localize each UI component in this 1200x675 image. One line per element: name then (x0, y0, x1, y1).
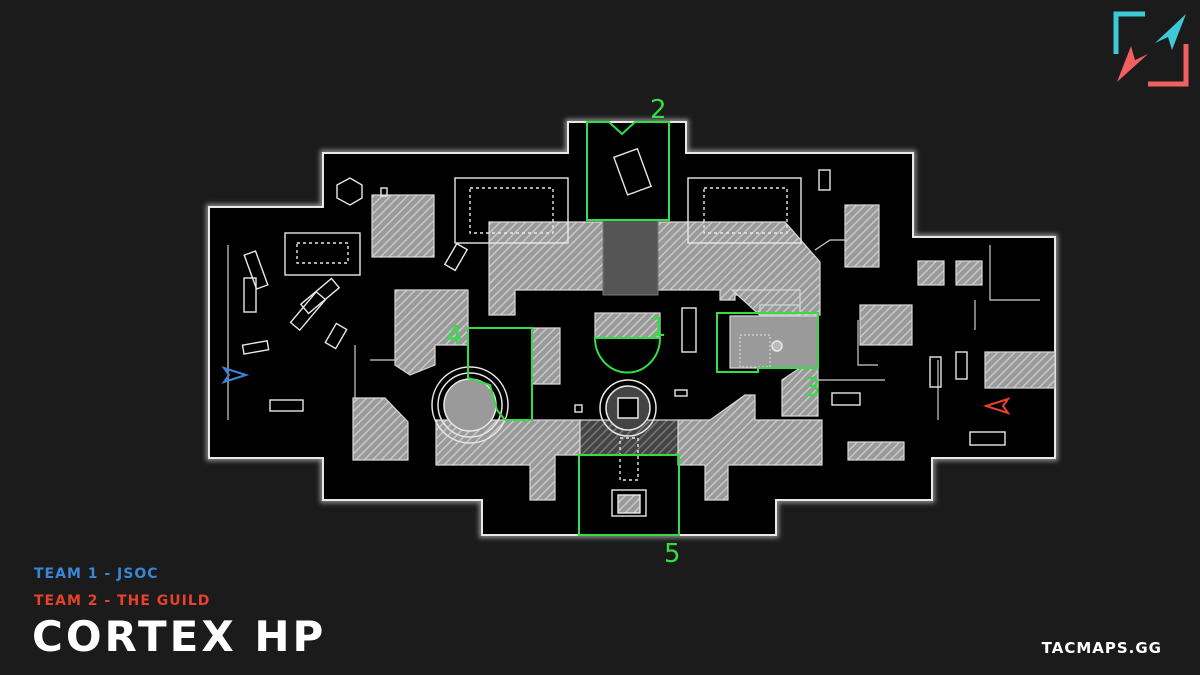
hardpoint-zone-5 (578, 454, 680, 536)
team1-spawn-icon (221, 366, 250, 384)
hardpoint-zone-3 (716, 312, 819, 373)
hardpoint-label-4: 4 (446, 321, 463, 351)
hardpoint-zone-1 (593, 337, 662, 374)
hardpoint-zone-2 (586, 121, 670, 221)
hardpoint-label-5: 5 (664, 539, 681, 569)
hardpoint-label-3: 3 (804, 373, 821, 403)
site-credit: TACMAPS.GG (1041, 639, 1162, 657)
circular-features (431, 340, 783, 444)
hardpoint-label-2: 2 (650, 95, 667, 125)
props (241, 147, 1006, 517)
hardpoint-label-1: 1 (650, 313, 667, 343)
hardpoint-zone-4 (467, 327, 533, 421)
hardpoint-zones (467, 121, 819, 536)
map-title: CORTEX HP (32, 612, 327, 661)
team2-label: TEAM 2 - THE GUILD (34, 593, 211, 609)
central-corridor (602, 219, 659, 296)
hardpoint-labels: 1 2 3 4 5 (446, 95, 821, 569)
team1-label: TEAM 1 - JSOC (34, 566, 159, 582)
team2-spawn-icon (982, 397, 1011, 415)
logo-icon (1113, 11, 1189, 87)
